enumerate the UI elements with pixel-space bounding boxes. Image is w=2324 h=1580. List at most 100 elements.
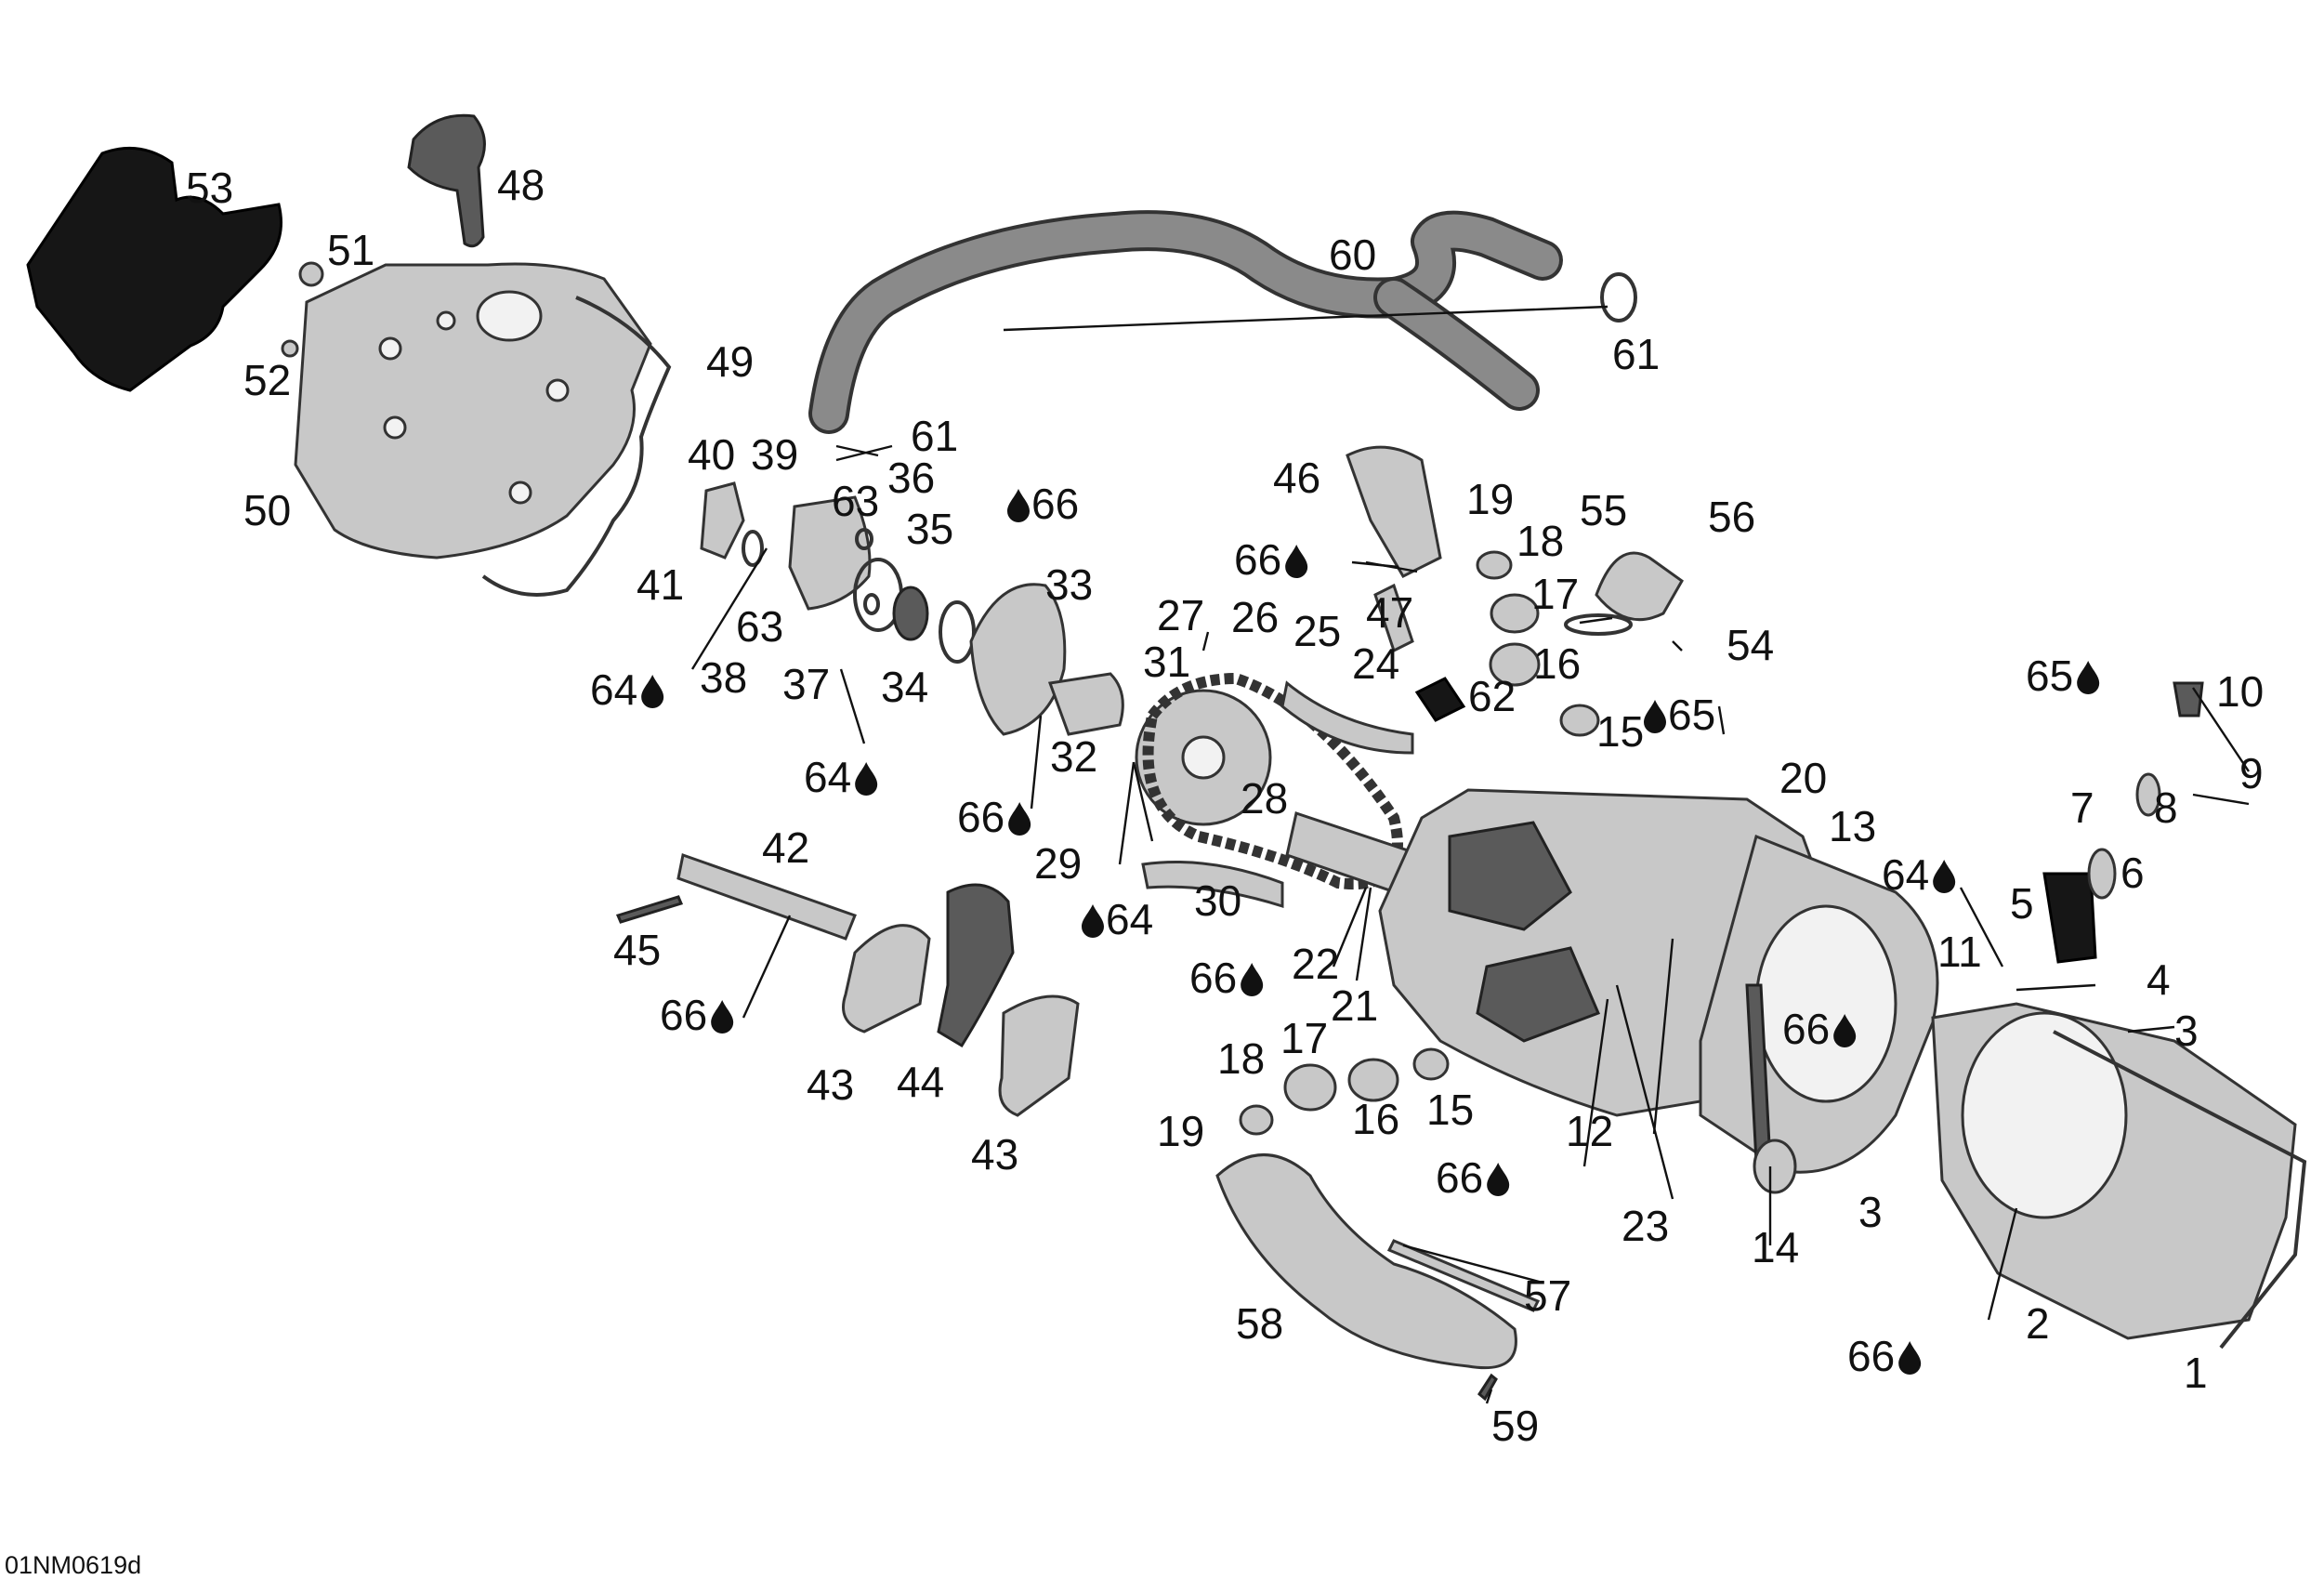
temp-sensor-part	[1414, 677, 1466, 722]
callout-52: 52	[243, 356, 291, 404]
seal-35-part	[892, 586, 929, 641]
callout-64-a: 64	[590, 665, 637, 714]
callout-28: 28	[1241, 774, 1288, 823]
callout-41: 41	[637, 560, 684, 609]
callout-29: 29	[1034, 839, 1082, 888]
callout-53: 53	[186, 164, 233, 212]
callout-16: 16	[1533, 639, 1581, 688]
oil-drop-icon	[1487, 1163, 1510, 1197]
ignition-coil-part	[407, 113, 486, 248]
oil-drop-icons	[641, 489, 2100, 1376]
chain-guide-24-part	[1280, 680, 1414, 755]
callout-40: 40	[688, 430, 735, 479]
callout-48: 48	[497, 161, 545, 209]
callout-46: 46	[1273, 454, 1320, 502]
callout-26: 26	[1231, 593, 1279, 641]
oil-drop-icon	[1285, 545, 1308, 579]
chain-guide-30-part	[1141, 861, 1284, 909]
callout-37: 37	[782, 660, 830, 708]
callout-63: 63	[832, 477, 879, 525]
callout-64-c: 64	[1106, 895, 1153, 943]
callout-66-e: 66	[1189, 954, 1237, 1002]
callout-19: 19	[1466, 475, 1514, 523]
exhaust-manifold-part	[1215, 1153, 1517, 1370]
callout-62: 62	[1468, 672, 1516, 720]
callout-14: 14	[1752, 1223, 1799, 1271]
callout-8: 8	[2154, 783, 2178, 832]
callout-24: 24	[1352, 639, 1399, 688]
tensioner-part	[1047, 672, 1124, 736]
callout-39: 39	[751, 430, 798, 479]
oil-drop-icon	[1644, 700, 1666, 734]
callout-66-a: 66	[1031, 480, 1079, 528]
callout-7: 7	[2070, 783, 2094, 832]
callout-56: 56	[1708, 493, 1755, 541]
callouts: 53 48 51 52 49 50 60 61 61 40 39 63 36 3…	[186, 161, 2264, 1450]
cover-33-part	[969, 583, 1067, 736]
callout-20: 20	[1779, 754, 1827, 802]
callout-64-d: 64	[1882, 850, 1929, 899]
callout-6: 6	[2120, 849, 2145, 897]
callout-22: 22	[1292, 940, 1339, 988]
callout-15b: 15	[1426, 1086, 1474, 1134]
clamp-61-part	[1600, 272, 1637, 323]
callout-23: 23	[1622, 1202, 1669, 1250]
callout-44: 44	[897, 1058, 944, 1106]
callout-64-b: 64	[804, 753, 851, 801]
callout-43b: 43	[971, 1130, 1018, 1178]
callout-66-d: 66	[660, 991, 707, 1039]
oil-drop-icon	[1007, 489, 1030, 523]
oil-drop-icon	[1082, 904, 1104, 939]
callout-50: 50	[243, 486, 291, 534]
leader-lines	[690, 305, 2250, 1404]
oil-drop-icon	[2077, 661, 2100, 695]
callout-3: 3	[2174, 1007, 2199, 1055]
bolt-51-part	[298, 261, 324, 287]
callout-45: 45	[613, 926, 661, 974]
callout-4: 4	[2147, 955, 2171, 1004]
oil-drop-icon	[711, 1000, 734, 1034]
valve-cover-part	[294, 262, 652, 560]
diagram-code: 01NM0619d	[5, 1551, 141, 1579]
callout-42: 42	[762, 823, 809, 872]
callout-47: 47	[1366, 588, 1413, 637]
washer-34-part	[939, 600, 976, 664]
thermostat-housing-part	[1595, 551, 1684, 622]
callout-54: 54	[1727, 621, 1774, 669]
callout-18b: 18	[1217, 1034, 1265, 1083]
callout-51: 51	[327, 226, 374, 274]
callout-36: 36	[887, 454, 935, 502]
callout-35: 35	[906, 505, 953, 553]
callout-61: 61	[1612, 330, 1660, 378]
callout-12: 12	[1566, 1107, 1613, 1155]
callout-63b: 63	[736, 602, 783, 651]
fitting-40-part	[700, 481, 745, 560]
rocker-arm-44-part	[937, 883, 1015, 1048]
callout-10: 10	[2216, 667, 2264, 716]
callout-65-b: 65	[2026, 652, 2073, 700]
callout-38: 38	[700, 653, 747, 702]
callout-34: 34	[881, 663, 928, 711]
callout-55: 55	[1580, 486, 1627, 534]
callout-19b: 19	[1157, 1107, 1204, 1155]
inlet-46-part	[1346, 445, 1442, 578]
part-5	[2042, 872, 2097, 964]
callout-27: 27	[1157, 591, 1204, 639]
cover-hole	[476, 290, 543, 342]
callout-11: 11	[1937, 928, 1982, 976]
callout-66-c: 66	[957, 793, 1004, 841]
water-pump-housing-part	[788, 495, 872, 611]
callout-3b: 3	[1858, 1188, 1883, 1236]
callout-17: 17	[1531, 570, 1579, 618]
rocker-arm-43-part	[842, 924, 931, 1034]
bolt-52-part	[281, 339, 299, 358]
callout-32: 32	[1050, 732, 1097, 781]
callout-17b: 17	[1280, 1014, 1328, 1062]
heat-shield-part	[26, 146, 282, 392]
callout-31: 31	[1143, 638, 1190, 686]
callout-30: 30	[1194, 876, 1241, 925]
callout-2: 2	[2026, 1299, 2050, 1348]
callout-59: 59	[1491, 1402, 1539, 1450]
callout-13: 13	[1829, 802, 1876, 850]
